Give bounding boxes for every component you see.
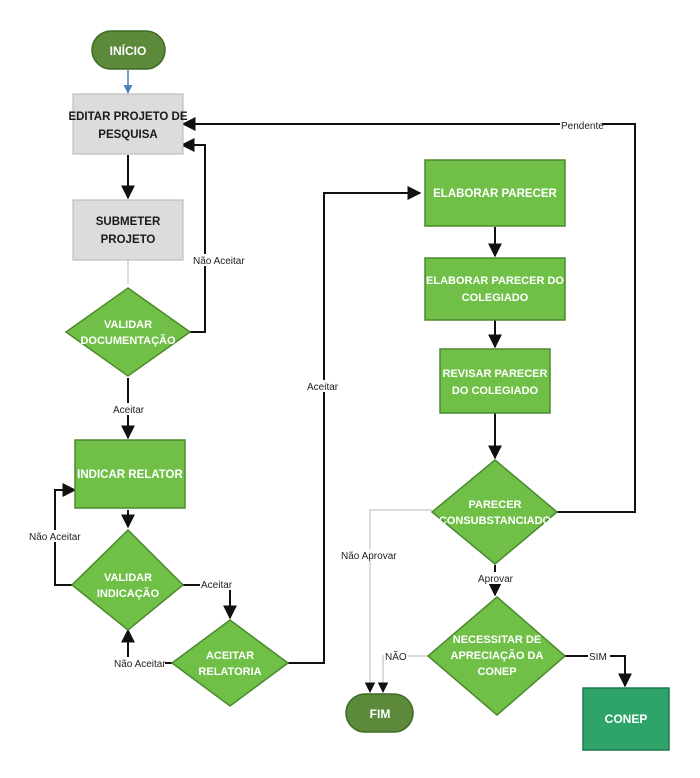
node-indicar-relator[interactable]: INDICAR RELATOR <box>74 439 186 509</box>
inicio-label: INÍCIO <box>110 43 147 58</box>
label-nao-aprovar: Não Aprovar <box>341 551 397 562</box>
label-nao-aceitar-bottom: Não Aceitar <box>114 659 166 670</box>
editar-label-2: PESQUISA <box>98 129 157 141</box>
light-connectors <box>364 509 432 694</box>
node-submeter-projeto[interactable]: SUBMETER PROJETO <box>72 199 184 261</box>
parecer-label-1: PARECER <box>469 499 522 511</box>
label-nao-aceitar-ind: Não Aceitar <box>29 532 81 543</box>
parecer-label-2: CONSUBSTANCIADO <box>439 515 552 527</box>
node-editar-projeto[interactable]: EDITAR PROJETO DE PESQUISA <box>68 93 188 155</box>
node-aceitar-relatoria[interactable]: ACEITAR RELATORIA <box>170 619 290 707</box>
label-aprovar: Aprovar <box>478 574 514 585</box>
elaborar-label: ELABORAR PARECER <box>433 188 557 200</box>
validar-ind-label-1: VALIDAR <box>104 572 152 584</box>
fim-label: FIM <box>370 707 391 721</box>
editar-label-1: EDITAR PROJETO DE <box>68 111 187 123</box>
elab-col-label-1: ELABORAR PARECER DO <box>426 275 564 287</box>
label-sim: SIM <box>589 652 607 663</box>
label-aceitar-ind: Aceitar <box>201 580 233 591</box>
node-validar-documentacao[interactable]: VALIDAR DOCUMENTAÇÃO <box>64 287 192 377</box>
node-parecer-consubstanciado[interactable]: PARECER CONSUBSTANCIADO <box>430 459 559 565</box>
indicar-label: INDICAR RELATOR <box>77 469 183 481</box>
node-fim[interactable]: FIM <box>345 693 414 733</box>
node-necessitar-apreciacao[interactable]: NECESSITAR DE APRECIAÇÃO DA CONEP <box>426 596 567 716</box>
label-nao-aceitar-doc: Não Aceitar <box>193 256 245 267</box>
revisar-label-1: REVISAR PARECER <box>443 368 548 380</box>
edge-labels: Não Aceitar Aceitar Não Aceitar Aceitar … <box>28 119 610 670</box>
validar-doc-label-1: VALIDAR <box>104 319 152 331</box>
node-revisar-parecer[interactable]: REVISAR PARECER DO COLEGIADO <box>439 348 551 414</box>
submeter-label-2: PROJETO <box>101 234 156 246</box>
label-nao: NÃO <box>385 650 407 663</box>
necessitar-label-1: NECESSITAR DE <box>453 634 541 646</box>
edge-necessitar-nao <box>377 655 428 694</box>
edge-validar-doc-nao-aceitar <box>180 138 206 333</box>
edge-parecer-nao-aprovar <box>364 509 432 694</box>
label-aceitar-rel: Aceitar <box>307 382 339 393</box>
aceitar-rel-label-2: RELATORIA <box>198 666 261 678</box>
node-conep[interactable]: CONEP <box>582 687 670 751</box>
label-aceitar-doc: Aceitar <box>113 405 145 416</box>
aceitar-rel-label-1: ACEITAR <box>206 650 254 662</box>
node-inicio[interactable]: INÍCIO <box>91 30 166 70</box>
edge-parecer-pendente <box>181 117 636 513</box>
edge-necessitar-sim <box>565 655 632 688</box>
connectors <box>54 70 636 688</box>
necessitar-label-3: CONEP <box>477 666 516 678</box>
validar-ind-label-2: INDICAÇÃO <box>97 587 160 600</box>
node-elaborar-colegiado[interactable]: ELABORAR PARECER DO COLEGIADO <box>424 257 566 321</box>
necessitar-label-2: APRECIAÇÃO DA <box>451 649 544 662</box>
label-pendente: Pendente <box>561 121 604 132</box>
node-validar-indicacao[interactable]: VALIDAR INDICAÇÃO <box>70 528 185 631</box>
conep-label: CONEP <box>605 712 648 726</box>
elab-col-label-2: COLEGIADO <box>462 292 529 304</box>
node-elaborar-parecer[interactable]: ELABORAR PARECER <box>424 159 566 227</box>
revisar-label-2: DO COLEGIADO <box>452 385 539 397</box>
validar-doc-label-2: DOCUMENTAÇÃO <box>80 334 176 347</box>
submeter-label-1: SUBMETER <box>96 216 161 228</box>
edge-aceitar-rel-aceitar <box>288 186 422 664</box>
